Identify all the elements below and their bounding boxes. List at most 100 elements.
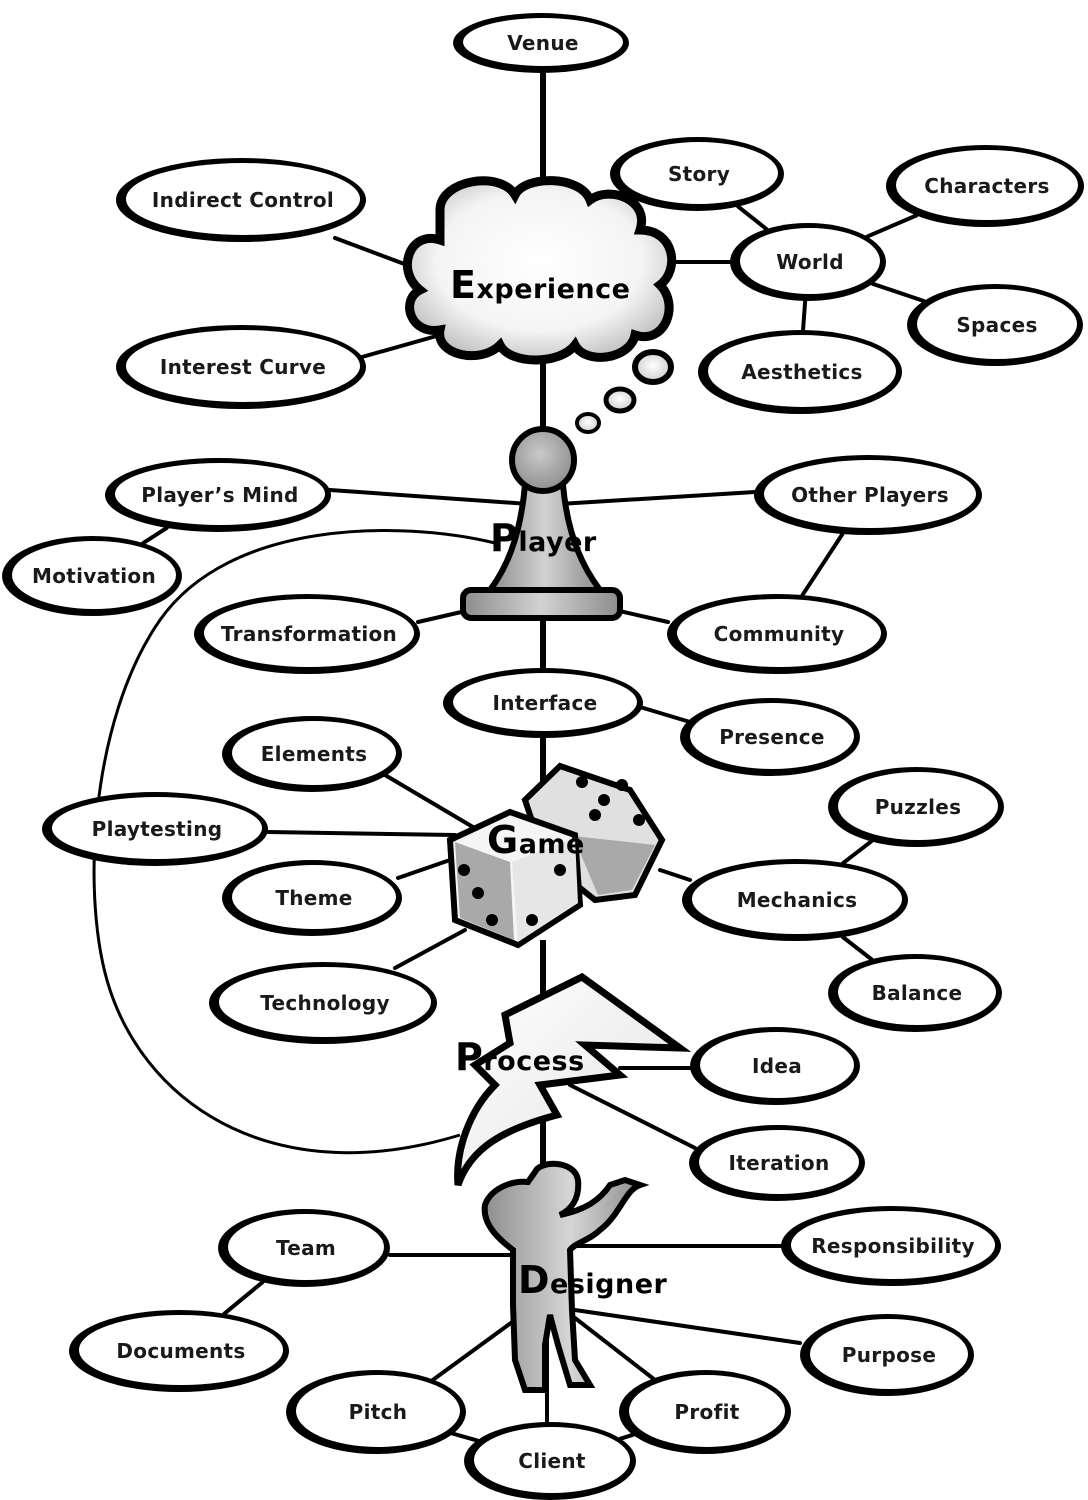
node-motivation[interactable]: Motivation: [2, 536, 182, 616]
node-fill: [126, 330, 360, 402]
node-label: Venue: [507, 31, 579, 55]
node-spaces[interactable]: Spaces: [907, 284, 1083, 366]
edge-interface-presence: [638, 705, 692, 724]
node-label: Other Players: [791, 483, 949, 507]
node-label: Balance: [872, 981, 963, 1005]
node-label: Presence: [719, 725, 825, 749]
node-fill: [692, 864, 902, 934]
node-label: Idea: [752, 1054, 802, 1078]
edge-pitch-client: [451, 1431, 479, 1443]
node-world[interactable]: World: [730, 223, 886, 301]
node-label: Playtesting: [92, 817, 223, 841]
edge-pitch-designer: [428, 1318, 517, 1384]
edge-indirect-control-experience: [333, 236, 417, 270]
edge-aesthetics-world: [801, 298, 808, 333]
node-idea[interactable]: Idea: [690, 1027, 860, 1105]
node-technology[interactable]: Technology: [209, 962, 437, 1044]
node-community[interactable]: Community: [667, 594, 887, 674]
designer-hub[interactable]: Designer: [481, 1160, 668, 1393]
edge-technology-game: [393, 928, 467, 970]
back-die: [521, 762, 666, 904]
node-label: Elements: [261, 742, 368, 766]
node-indirect-control[interactable]: Indirect Control: [116, 158, 366, 242]
game-label: Game: [487, 818, 585, 862]
node-fill: [204, 599, 414, 667]
node-fill: [700, 1032, 854, 1098]
process-label: Process: [455, 1035, 585, 1079]
node-fill: [219, 967, 431, 1037]
node-purpose[interactable]: Purpose: [800, 1314, 974, 1396]
edge-purpose-designer: [573, 1308, 802, 1345]
node-label: Pitch: [349, 1400, 408, 1424]
node-label: Community: [714, 622, 845, 646]
edge-mechanics-game: [658, 868, 692, 882]
node-fill: [677, 599, 881, 667]
node-label: Profit: [674, 1400, 739, 1424]
node-fill: [126, 163, 360, 235]
node-transformation[interactable]: Transformation: [194, 594, 420, 674]
node-playtesting[interactable]: Playtesting: [42, 792, 268, 866]
node-interface[interactable]: Interface: [443, 668, 643, 738]
game-hub[interactable]: Game: [446, 762, 666, 949]
edge-profit-designer: [573, 1316, 657, 1382]
node-label: Indirect Control: [152, 188, 334, 212]
node-fill: [896, 150, 1078, 220]
node-balance[interactable]: Balance: [828, 954, 1002, 1032]
node-label: Theme: [275, 886, 352, 910]
thought-bubble-medium: [603, 386, 637, 414]
node-fill: [232, 865, 396, 929]
node-fill: [708, 335, 896, 407]
node-characters[interactable]: Characters: [886, 145, 1084, 227]
node-label: Mechanics: [737, 888, 858, 912]
edge-profit-client: [618, 1432, 635, 1441]
pawn-icon: [509, 426, 577, 494]
node-venue[interactable]: Venue: [453, 13, 629, 73]
process-hub[interactable]: Process: [454, 972, 692, 1187]
node-label: Interface: [493, 691, 598, 715]
edge-puzzles-mechanics: [841, 839, 874, 865]
edge-documents-team: [222, 1280, 265, 1316]
node-label: Technology: [260, 991, 390, 1015]
node-responsibility[interactable]: Responsibility: [781, 1206, 1001, 1286]
node-team[interactable]: Team: [218, 1209, 390, 1287]
pawn-base: [460, 587, 623, 621]
edge-elements-game: [383, 773, 480, 832]
node-theme[interactable]: Theme: [222, 860, 402, 936]
node-fill: [791, 1211, 995, 1279]
node-aesthetics[interactable]: Aesthetics: [698, 330, 902, 414]
node-fill: [740, 228, 880, 294]
node-label: Interest Curve: [160, 355, 326, 379]
node-iteration[interactable]: Iteration: [689, 1125, 865, 1201]
node-label: Motivation: [32, 564, 156, 588]
node-presence[interactable]: Presence: [680, 698, 860, 776]
node-documents[interactable]: Documents: [69, 1310, 289, 1392]
node-profit[interactable]: Profit: [619, 1370, 791, 1454]
designer-label: Designer: [518, 1258, 668, 1302]
edge-community-other-players: [800, 531, 845, 598]
player-hub[interactable]: Player: [460, 426, 623, 621]
node-players-mind[interactable]: Player’s Mind: [105, 458, 331, 532]
node-label: Aesthetics: [741, 360, 863, 384]
node-fill: [79, 1315, 283, 1385]
node-fill: [917, 289, 1077, 359]
node-fill: [463, 18, 623, 66]
node-other-players[interactable]: Other Players: [754, 455, 982, 535]
node-label: Client: [518, 1449, 586, 1473]
node-client[interactable]: Client: [464, 1422, 636, 1500]
node-fill: [453, 673, 637, 731]
experience-hub[interactable]: Experience: [402, 176, 677, 365]
dice-icon: [446, 808, 584, 949]
lightning-bolt-icon: [454, 972, 692, 1187]
node-fill: [115, 463, 325, 525]
thought-bubble-small: [575, 412, 601, 434]
node-fill: [838, 959, 996, 1025]
node-label: Characters: [924, 174, 1050, 198]
node-mechanics[interactable]: Mechanics: [682, 859, 908, 941]
node-puzzles[interactable]: Puzzles: [828, 767, 1004, 847]
node-pitch[interactable]: Pitch: [286, 1370, 466, 1454]
node-story[interactable]: Story: [610, 137, 784, 211]
node-elements[interactable]: Elements: [222, 716, 402, 792]
node-interest-curve[interactable]: Interest Curve: [116, 325, 366, 409]
